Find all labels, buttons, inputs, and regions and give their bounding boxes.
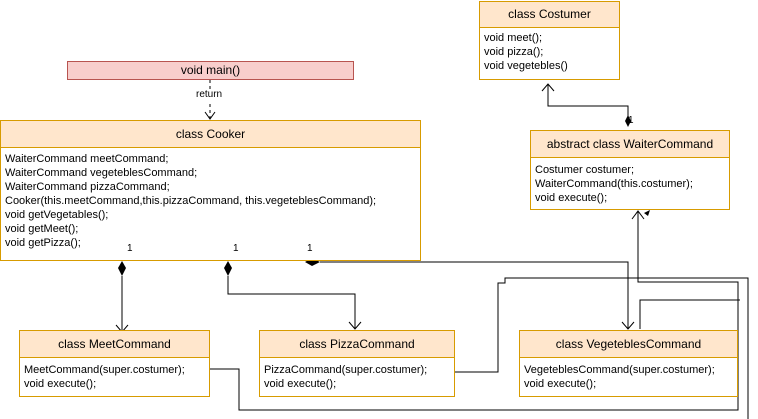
class-member: WaiterCommand meetCommand; <box>5 153 169 165</box>
class-costumer-members: void meet(); void pizza(); void vegetebl… <box>480 28 619 73</box>
class-member: WaiterCommand(this.costumer); <box>535 178 693 190</box>
class-waiter-command: abstract class WaiterCommand Costumer co… <box>530 130 730 210</box>
class-member: void execute(); <box>24 378 97 390</box>
class-member: void pizza(); <box>484 46 544 58</box>
multiplicity-costumer: 1 <box>628 115 634 126</box>
class-pizza-command-members: PizzaCommand(super.costumer); void execu… <box>260 358 454 391</box>
class-member: Cooker(this.meetCommand,this.pizzaComman… <box>5 195 377 207</box>
class-pizza-command: class PizzaCommand PizzaCommand(super.co… <box>259 330 455 397</box>
class-member: void getVegetables(); <box>5 209 109 221</box>
class-waiter-command-members: Costumer costumer; WaiterCommand(this.co… <box>531 158 729 205</box>
generalization-arrowhead-1 <box>631 210 645 220</box>
class-cooker-title: class Cooker <box>1 121 420 148</box>
class-vegetebles-command: class VegeteblesCommand VegeteblesComman… <box>519 330 738 397</box>
multiplicity-pizza: 1 <box>233 243 239 254</box>
class-meet-command-members: MeetCommand(super.costumer); void execut… <box>20 358 209 391</box>
main-function-label: void main() <box>180 63 241 77</box>
class-member: void vegetebles() <box>484 60 568 72</box>
class-member: PizzaCommand(super.costumer); <box>264 364 428 376</box>
class-member: void getPizza(); <box>5 237 81 249</box>
generalization-arrowhead-2 <box>644 210 650 216</box>
class-waiter-command-title: abstract class WaiterCommand <box>531 131 729 158</box>
class-cooker: class Cooker WaiterCommand meetCommand; … <box>0 120 421 261</box>
class-cooker-members: WaiterCommand meetCommand; WaiterCommand… <box>1 148 420 250</box>
class-member: void execute(); <box>264 378 337 390</box>
composition-veg-edge <box>320 261 629 329</box>
class-meet-command-title: class MeetCommand <box>20 331 209 358</box>
class-costumer-title: class Costumer <box>480 2 619 28</box>
generalization-pizza-edge <box>455 277 749 419</box>
composition-pizza-edge <box>227 276 356 329</box>
composition-pizza-arrowhead <box>348 321 362 330</box>
association-costumer-edge <box>547 84 629 120</box>
class-member: WaiterCommand pizzaCommand; <box>5 181 170 193</box>
composition-pizza-diamond <box>224 261 232 276</box>
class-member: void meet(); <box>484 32 543 44</box>
return-edge-label: return <box>196 89 223 101</box>
class-member: void execute(); <box>535 192 608 204</box>
class-member: WaiterCommand vegeteblesCommand; <box>5 167 198 179</box>
generalization-meet-edge <box>210 212 739 411</box>
class-member: void execute(); <box>524 378 597 390</box>
class-vegetebles-command-title: class VegeteblesCommand <box>520 331 737 358</box>
class-costumer: class Costumer void meet(); void pizza()… <box>479 1 620 80</box>
generalization-veg-edge <box>639 299 740 329</box>
multiplicity-meet: 1 <box>127 243 133 254</box>
class-member: MeetCommand(super.costumer); <box>24 364 185 376</box>
association-waiter-diamond <box>625 115 631 127</box>
class-member: VegeteblesCommand(super.costumer); <box>524 364 715 376</box>
class-meet-command: class MeetCommand MeetCommand(super.cost… <box>19 330 210 397</box>
class-vegetebles-command-members: VegeteblesCommand(super.costumer); void … <box>520 358 737 391</box>
main-function-box: void main() <box>67 61 354 80</box>
class-pizza-command-title: class PizzaCommand <box>260 331 454 358</box>
class-member: Costumer costumer; <box>535 164 635 176</box>
main-return-arrowhead <box>204 111 216 120</box>
class-member: void getMeet(); <box>5 223 79 235</box>
composition-meet-diamond <box>118 261 126 276</box>
association-costumer-arrowhead <box>541 83 555 92</box>
composition-veg-arrowhead <box>621 321 635 330</box>
multiplicity-vegetebles: 1 <box>307 243 313 254</box>
